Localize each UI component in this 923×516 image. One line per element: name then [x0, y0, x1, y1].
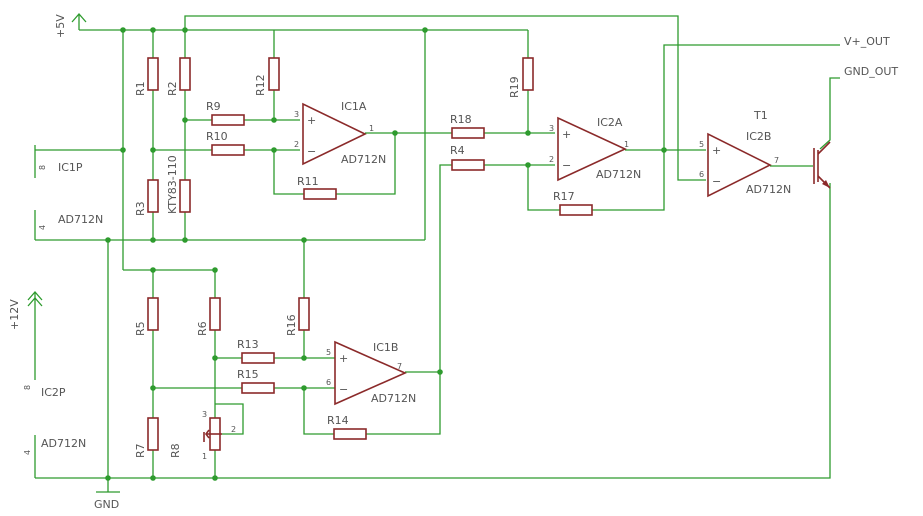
r6-label: R6	[196, 321, 209, 336]
ic1p-value: AD712N	[58, 213, 103, 226]
ic2p-name: IC2P	[41, 386, 66, 399]
svg-text:5: 5	[326, 348, 331, 357]
svg-text:7: 7	[397, 362, 402, 371]
ic2b-value: AD712N	[746, 183, 791, 196]
svg-text:+: +	[339, 352, 348, 365]
svg-text:−: −	[339, 383, 348, 396]
opamp-shapes: + − + − + − + −	[302, 102, 772, 406]
svg-text:4: 4	[23, 450, 32, 455]
svg-text:2: 2	[549, 155, 554, 164]
svg-text:2: 2	[231, 425, 236, 434]
ic2p-value: AD712N	[41, 437, 86, 450]
r1-label: R1	[134, 81, 147, 96]
svg-text:1: 1	[624, 140, 629, 149]
svg-text:8: 8	[23, 385, 32, 390]
r19-label: R19	[508, 76, 521, 98]
svg-text:6: 6	[326, 378, 331, 387]
svg-text:1: 1	[202, 452, 207, 461]
r8-label: R8	[169, 443, 182, 458]
gndout-label: GND_OUT	[844, 65, 898, 78]
r13-label: R13	[237, 338, 259, 351]
svg-text:4: 4	[38, 225, 47, 230]
resistor-bodies	[147, 57, 593, 451]
transistor-symbol	[813, 141, 831, 189]
r18-label: R18	[450, 113, 472, 126]
ic2a-name: IC2A	[597, 116, 623, 129]
labels: +5V +12V GND V+_OUT GND_OUT R1 R2 R3 KTY…	[8, 14, 898, 511]
ic2a-value: AD712N	[596, 168, 641, 181]
r12-label: R12	[254, 74, 267, 96]
svg-text:−: −	[307, 145, 316, 158]
svg-text:2: 2	[294, 140, 299, 149]
svg-text:−: −	[712, 175, 721, 188]
svg-text:3: 3	[549, 124, 554, 133]
svg-text:7: 7	[774, 156, 779, 165]
svg-text:3: 3	[202, 410, 207, 419]
svg-text:6: 6	[699, 170, 704, 179]
r10-label: R10	[206, 130, 228, 143]
r16-label: R16	[285, 314, 298, 336]
r5-label: R5	[134, 321, 147, 336]
r14-label: R14	[327, 414, 349, 427]
gnd-label: GND	[94, 498, 119, 511]
r15-label: R15	[237, 368, 259, 381]
r4-label: R4	[450, 144, 465, 157]
vout-label: V+_OUT	[844, 35, 890, 48]
r11-label: R11	[297, 175, 319, 188]
r9-label: R9	[206, 100, 221, 113]
r3-label: R3	[134, 201, 147, 216]
ic1b-value: AD712N	[371, 392, 416, 405]
svg-text:8: 8	[38, 165, 47, 170]
supply-symbols	[27, 13, 87, 307]
svg-text:1: 1	[369, 124, 374, 133]
ic2b-name: IC2B	[746, 130, 771, 143]
ic1b-name: IC1B	[373, 341, 398, 354]
vcc5-label: +5V	[54, 14, 67, 38]
r7-label: R7	[134, 443, 147, 458]
r2-label: R2	[166, 81, 179, 96]
kty-label: KTY83-110	[166, 155, 179, 214]
svg-text:+: +	[307, 114, 316, 127]
junctions	[105, 27, 667, 481]
ic1a-value: AD712N	[341, 153, 386, 166]
transistor-label: T1	[753, 109, 768, 122]
ic1p-name: IC1P	[58, 161, 83, 174]
r17-label: R17	[553, 190, 575, 203]
ic1a-name: IC1A	[341, 100, 367, 113]
svg-text:−: −	[562, 159, 571, 172]
wires	[34, 15, 840, 493]
svg-text:+: +	[712, 144, 721, 157]
vcc12-label: +12V	[8, 299, 21, 330]
svg-text:5: 5	[699, 140, 704, 149]
svg-text:3: 3	[294, 110, 299, 119]
svg-text:+: +	[562, 128, 571, 141]
